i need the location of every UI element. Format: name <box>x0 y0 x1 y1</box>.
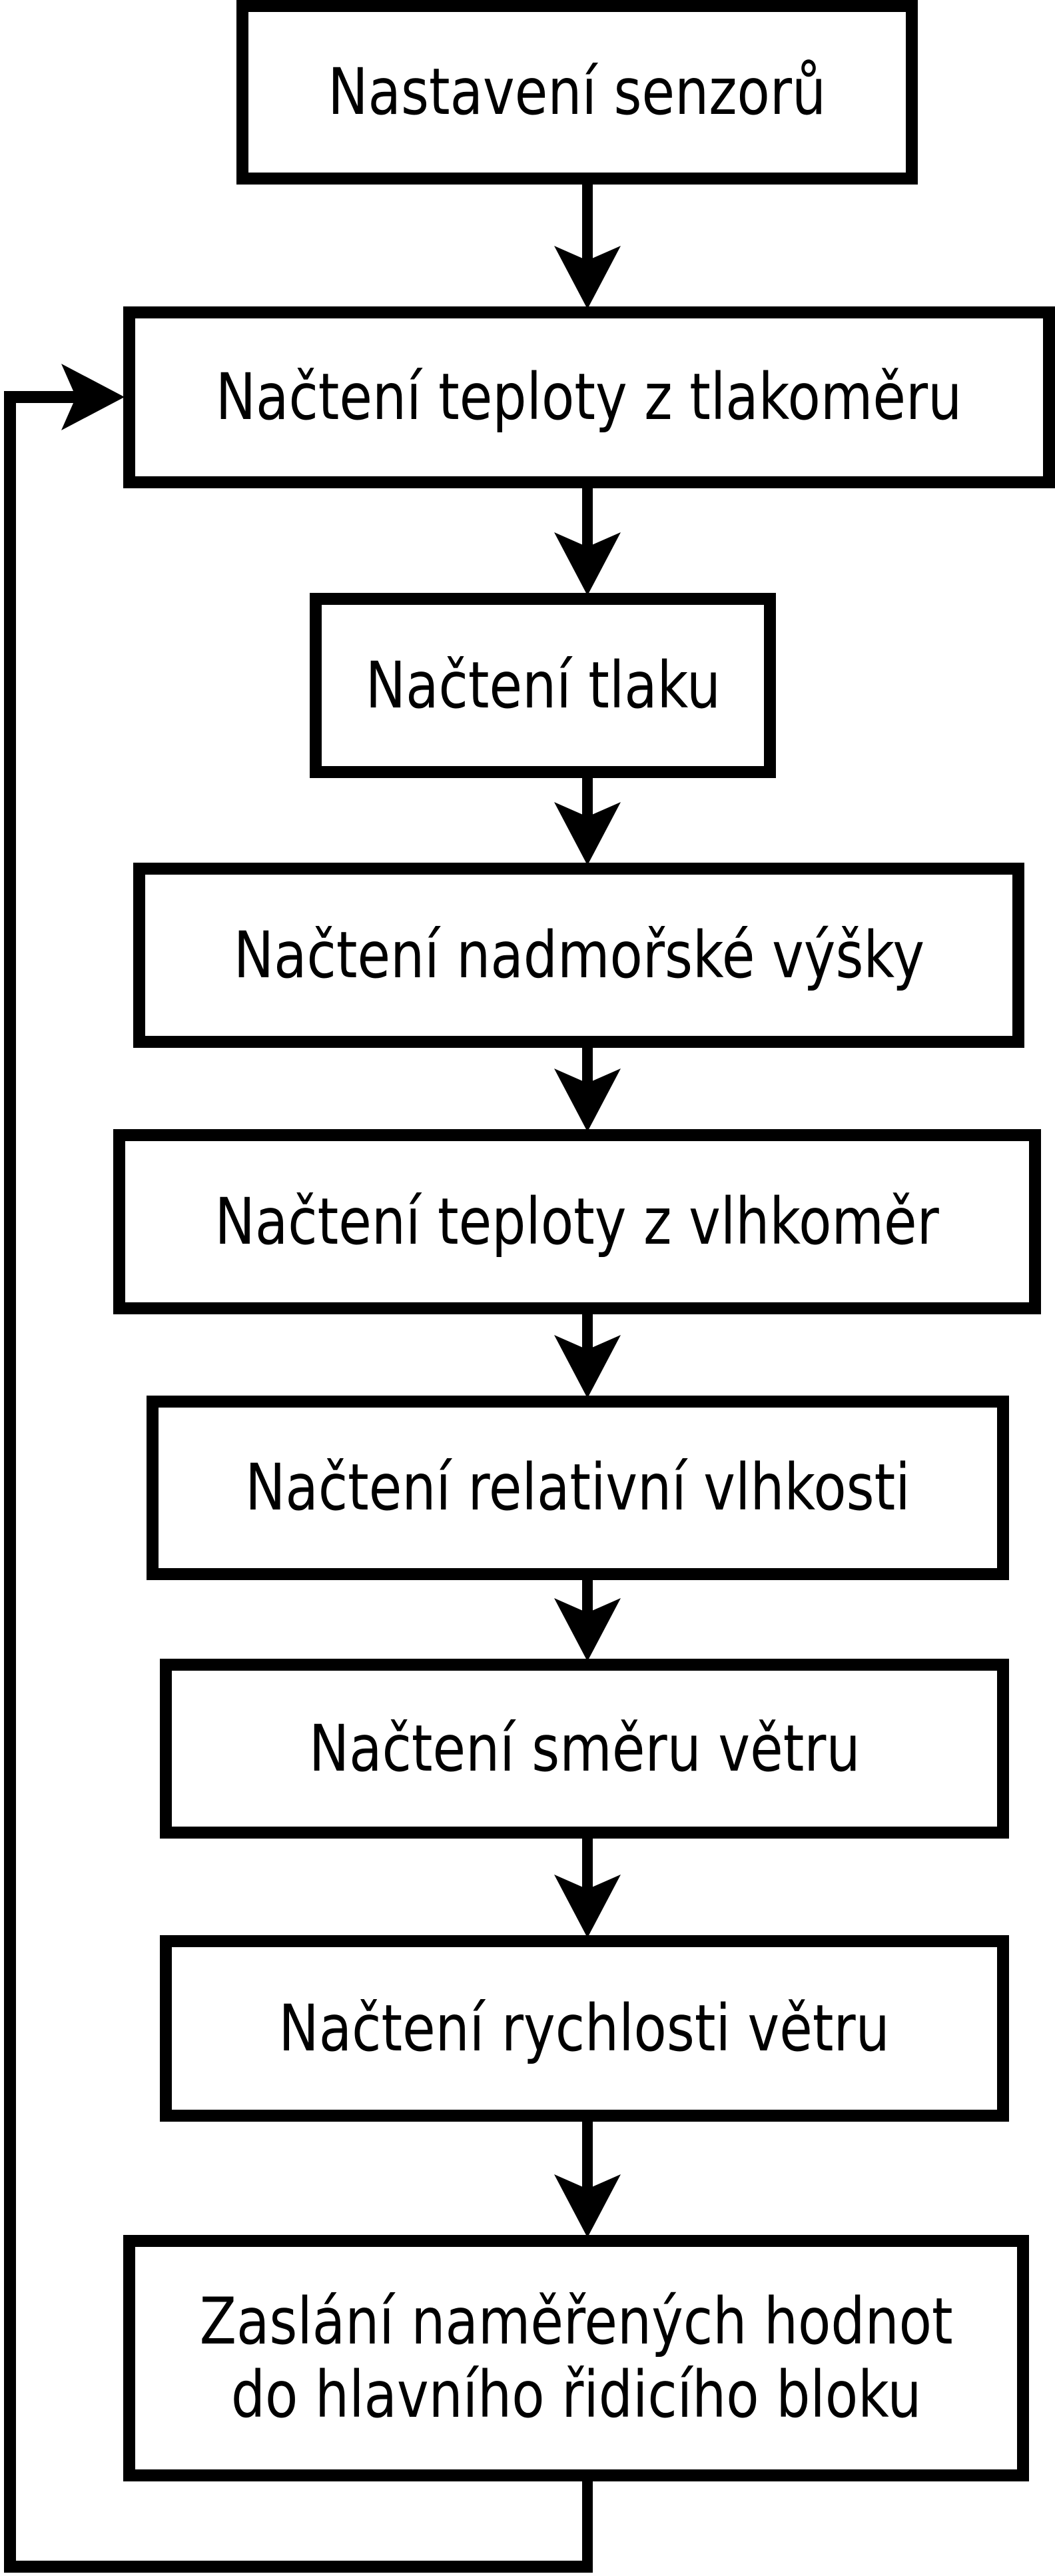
arrow-down-icon <box>554 1598 621 1661</box>
flow-node-read-pressure: Načtení tlaku <box>310 593 776 778</box>
flow-node-label: Načtení směru větru <box>308 1711 861 1786</box>
flow-node-label: Načtení nadmořské výšky <box>233 917 924 993</box>
connector-line <box>582 487 593 560</box>
arrow-right-icon <box>61 364 125 430</box>
arrow-down-icon <box>554 1335 621 1398</box>
flow-node-label: Načtení tlaku <box>365 647 721 723</box>
loop-line-top <box>4 391 87 403</box>
flow-node-label: Načtení teploty z tlakoměru <box>216 360 962 435</box>
flow-node-read-rel-humidity: Načtení relativní vlhkosti <box>147 1396 1009 1580</box>
flow-node-label-line: Zaslání naměřených hodnot <box>199 2284 953 2359</box>
flow-node-label: Načtení teploty z vlhkoměr <box>214 1184 940 1259</box>
flow-node-read-wind-direction: Načtení směru větru <box>160 1659 1009 1839</box>
flow-node-label: Nastavení senzorů <box>328 55 827 130</box>
flow-node-label: Načtení rychlosti větru <box>278 1990 890 2066</box>
loop-line-bottom <box>4 2561 593 2573</box>
connector-line <box>582 183 593 273</box>
arrow-down-icon <box>554 1069 621 1132</box>
flow-node-read-altitude: Načtení nadmořské výšky <box>133 863 1024 1048</box>
arrow-down-icon <box>554 802 621 865</box>
flow-node-label: Načtení relativní vlhkosti <box>245 1450 910 1525</box>
arrow-down-icon <box>554 1875 621 1938</box>
flow-node-read-temp-barometer: Načtení teploty z tlakoměru <box>123 306 1055 488</box>
loop-line-down <box>582 2480 593 2573</box>
flow-node-label: Zaslání naměřených hodnot do hlavního ři… <box>199 2284 953 2432</box>
connector-line <box>582 2120 593 2202</box>
flow-node-label-line: do hlavního řidicího bloku <box>230 2358 922 2432</box>
arrow-down-icon <box>554 246 621 309</box>
flow-node-send-values: Zaslání naměřených hodnot do hlavního ři… <box>123 2235 1029 2481</box>
flow-node-read-wind-speed: Načtení rychlosti větru <box>160 1935 1009 2122</box>
connector-line <box>582 1837 593 1902</box>
flow-node-setup-sensors: Nastavení senzorů <box>236 0 918 185</box>
flow-node-read-temp-hygrometer: Načtení teploty z vlhkoměr <box>113 1129 1041 1314</box>
arrow-down-icon <box>554 532 621 596</box>
arrow-down-icon <box>554 2174 621 2238</box>
loop-line-left <box>4 391 16 2573</box>
